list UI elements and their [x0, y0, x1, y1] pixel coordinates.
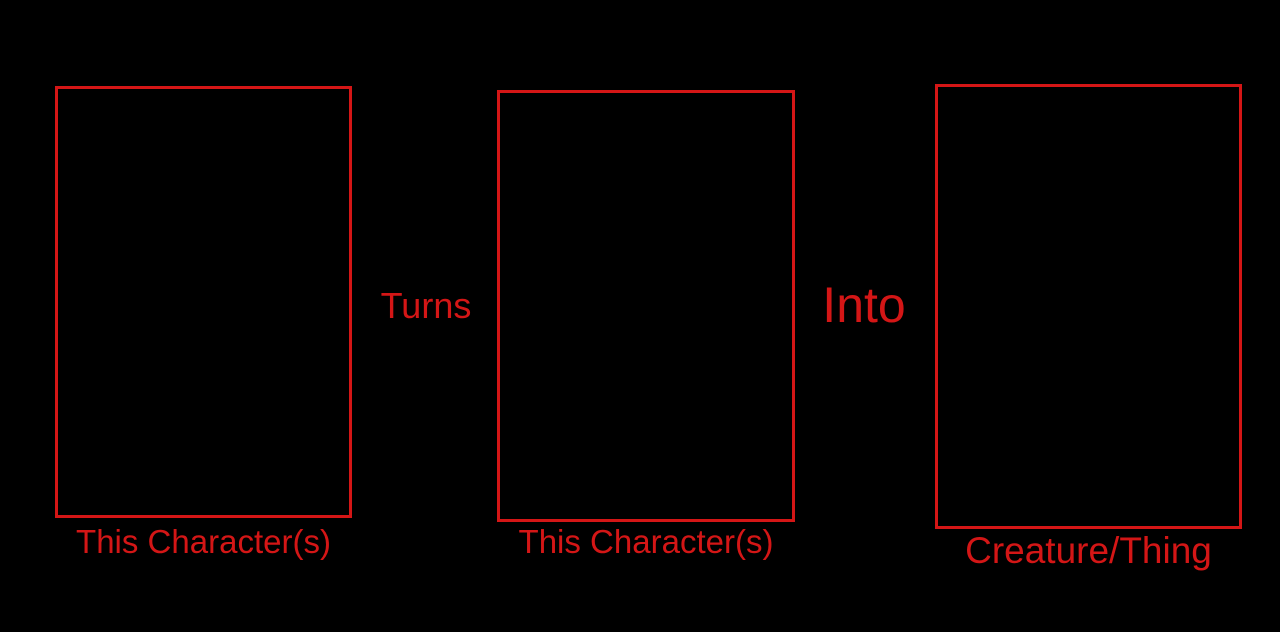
character-frame-left [55, 86, 352, 518]
character-caption-left: This Character(s) [76, 523, 331, 560]
creature-frame-right [935, 84, 1242, 529]
creature-caption-right: Creature/Thing [965, 530, 1212, 571]
turns-word: Turns [380, 285, 472, 326]
character-frame-middle [497, 90, 795, 522]
character-caption-middle: This Character(s) [518, 523, 774, 560]
into-word: Into [822, 277, 906, 333]
